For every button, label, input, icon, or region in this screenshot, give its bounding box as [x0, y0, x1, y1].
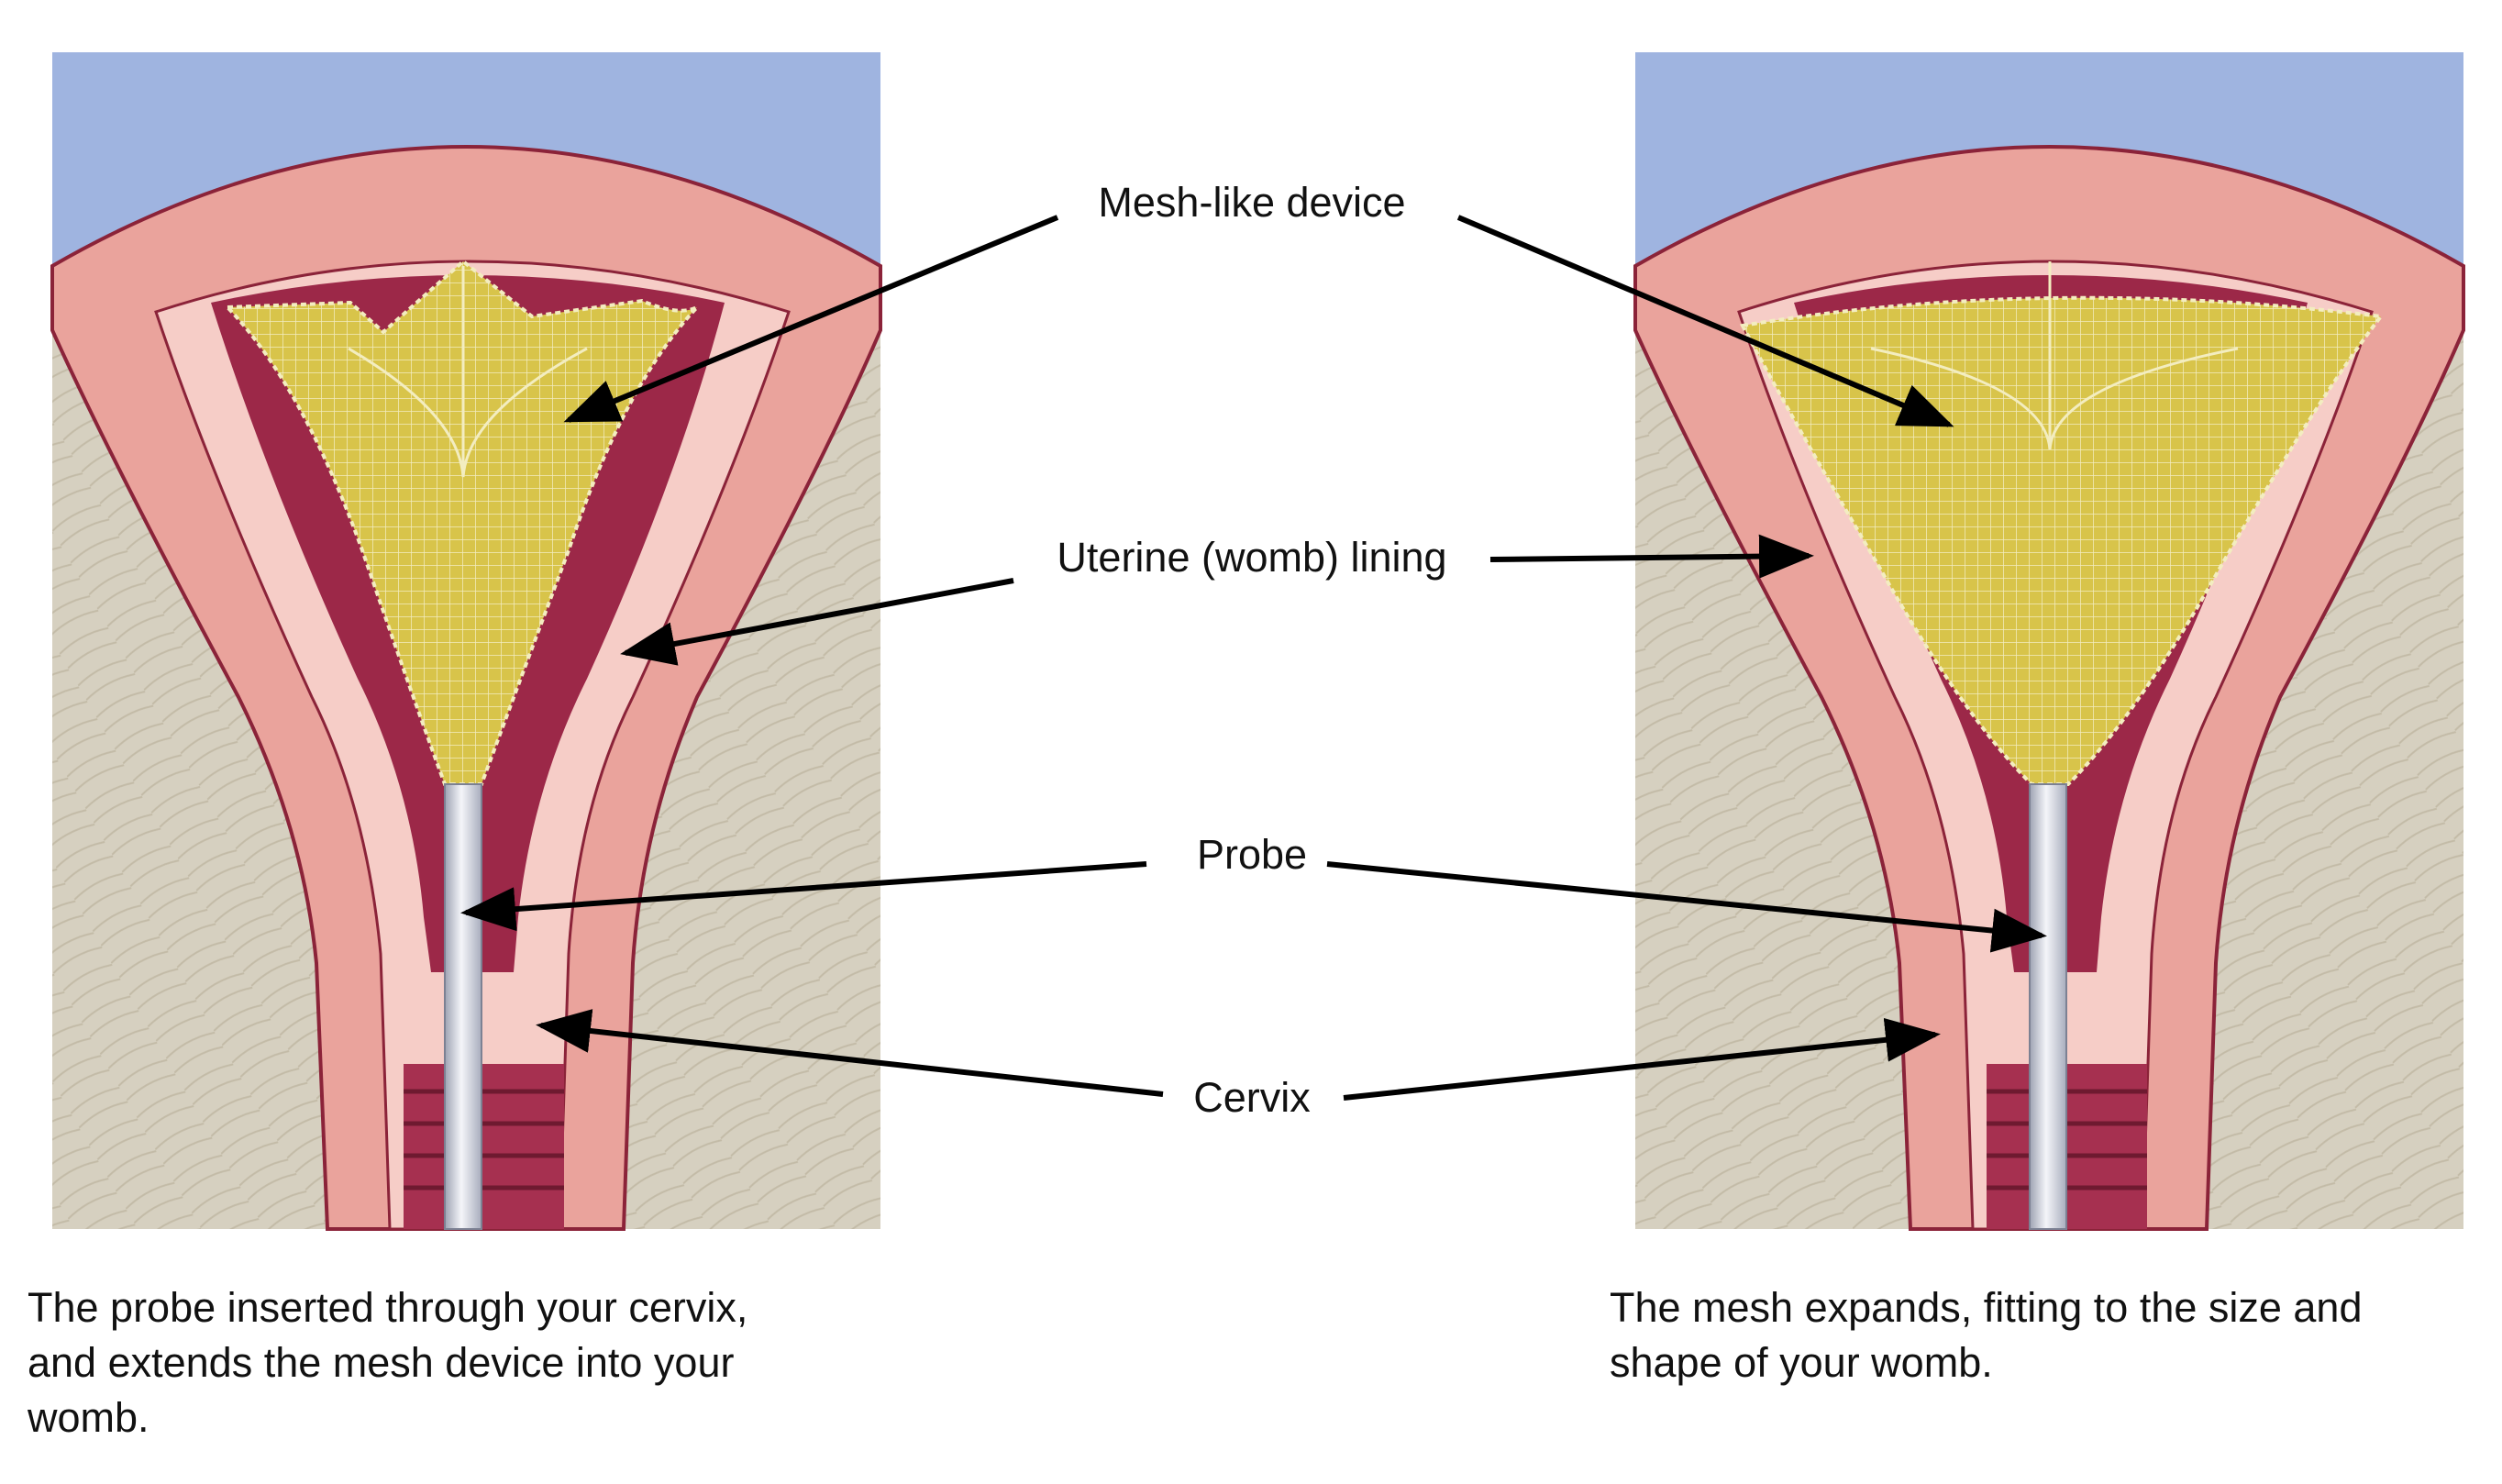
arrow-mesh-left — [563, 215, 1059, 423]
label-arrows — [460, 215, 2047, 1101]
arrow-probe-left — [460, 861, 1147, 932]
arrow-cervix-right — [1343, 1017, 1941, 1101]
label-probe: Probe — [1197, 831, 1307, 878]
caption-right-line-1: The mesh expands, fitting to the size an… — [1610, 1284, 2363, 1331]
arrow-lining-left — [620, 578, 1014, 666]
arrow-probe-right — [1326, 861, 2047, 953]
panel-left-probe-inserted — [50, 52, 882, 1231]
caption-left-line-3: womb. — [28, 1394, 149, 1441]
arrow-lining-right — [1489, 534, 1814, 579]
caption-left-line-1: The probe inserted through your cervix, — [28, 1284, 748, 1331]
label-cervix: Cervix — [1193, 1074, 1311, 1121]
caption-left-line-2: and extends the mesh device into your — [28, 1339, 735, 1386]
label-uterine-lining: Uterine (womb) lining — [1057, 534, 1446, 581]
caption-right: The mesh expands, fitting to the size an… — [1610, 1280, 2481, 1390]
label-mesh-device: Mesh-like device — [1098, 179, 1405, 226]
arrow-cervix-left — [536, 1009, 1164, 1097]
caption-left: The probe inserted through your cervix, … — [28, 1280, 853, 1445]
arrow-mesh-right — [1456, 215, 1954, 427]
caption-right-line-2: shape of your womb. — [1610, 1339, 1993, 1386]
